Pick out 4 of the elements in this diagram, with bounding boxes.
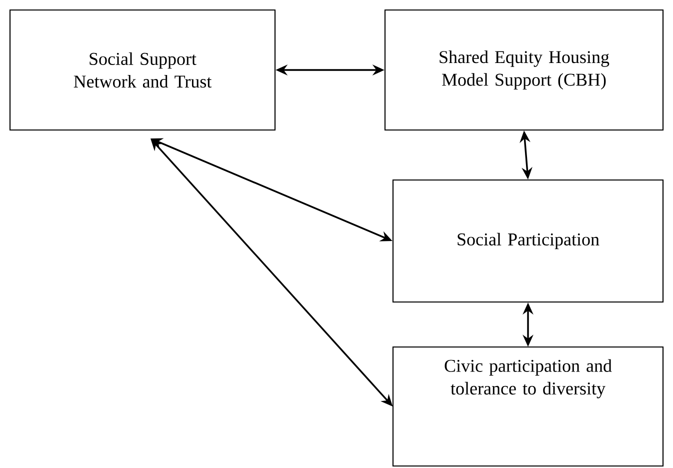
process-box: Social Participation — [392, 179, 664, 303]
process-box: Shared Equity Housing Model Support (CBH) — [384, 9, 664, 131]
process-box: Civic participation and tolerance to diversity — [392, 346, 664, 467]
process-box: Social Support Network and Trust — [9, 9, 276, 131]
